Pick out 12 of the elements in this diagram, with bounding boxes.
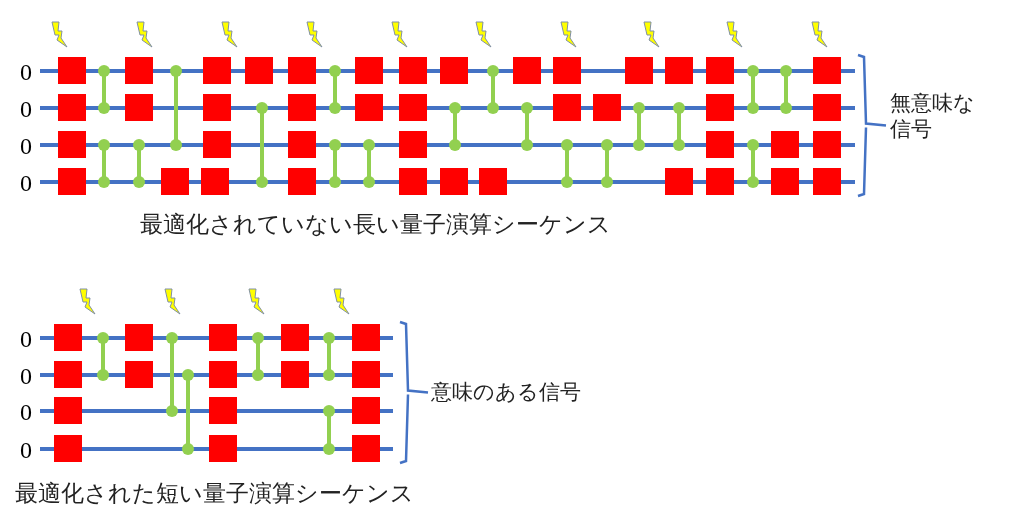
qubit-label: 0	[20, 325, 32, 354]
caption: 最適化された短い量子演算シーケンス	[15, 479, 414, 508]
qubit-label: 0	[20, 58, 32, 87]
signal-note: 無意味な信号	[890, 90, 976, 143]
qubit-label: 0	[20, 398, 32, 427]
qubit-label: 0	[20, 132, 32, 161]
signal-note: 意味のある信号	[431, 379, 581, 406]
qubit-label: 0	[20, 362, 32, 391]
qubit-label: 0	[20, 169, 32, 198]
qubit-label: 0	[20, 436, 32, 465]
caption: 最適化されていない長い量子演算シーケンス	[140, 210, 611, 239]
qubit-label: 0	[20, 95, 32, 124]
